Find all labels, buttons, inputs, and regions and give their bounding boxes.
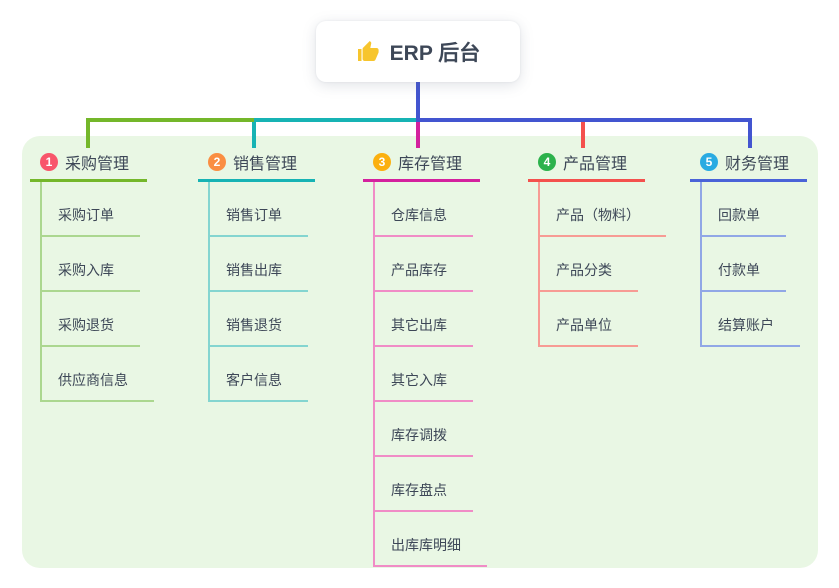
branch-label: 采购管理 [65,156,130,173]
child-node[interactable]: 付款单 [702,237,786,292]
branch-node-inventory[interactable]: 3 库存管理 [363,146,481,182]
branch-badge-1: 1 [40,153,58,171]
branch-node-purchase[interactable]: 1 采购管理 [30,146,148,182]
connector-drop-purchase [86,118,90,148]
child-node[interactable]: 结算账户 [702,292,800,347]
child-node[interactable]: 销售订单 [210,182,308,237]
child-node[interactable]: 产品单位 [540,292,638,347]
branch-inventory: 3 库存管理 仓库信息 产品库存 其它出库 其它入库 库存调拨 库存盘点 出库库… [363,146,487,567]
connector-drop-inventory [416,121,420,148]
child-node[interactable]: 库存调拨 [375,402,473,457]
branch-label: 财务管理 [725,156,790,173]
child-node[interactable]: 其它入库 [375,347,473,402]
branch-badge-3: 3 [373,153,391,171]
root-node-erp-backend[interactable]: ERP 后台 [316,21,520,82]
child-node[interactable]: 回款单 [702,182,786,237]
child-node[interactable]: 采购订单 [42,182,140,237]
child-node[interactable]: 仓库信息 [375,182,473,237]
child-node[interactable]: 出库库明细 [375,512,487,567]
branch-sales: 2 销售管理 销售订单 销售出库 销售退货 客户信息 [198,146,316,402]
child-node[interactable]: 库存盘点 [375,457,473,512]
branch-node-sales[interactable]: 2 销售管理 [198,146,316,182]
connector-drop-product [581,118,585,148]
branch-children: 回款单 付款单 结算账户 [700,182,800,347]
branch-badge-4: 4 [538,153,556,171]
branch-product: 4 产品管理 产品（物料） 产品分类 产品单位 [528,146,666,347]
child-node[interactable]: 客户信息 [210,347,308,402]
child-node[interactable]: 其它出库 [375,292,473,347]
branch-badge-5: 5 [700,153,718,171]
branch-children: 产品（物料） 产品分类 产品单位 [538,182,666,347]
child-node[interactable]: 采购退货 [42,292,140,347]
mindmap-panel [22,136,818,568]
connector-segment-mid [254,118,420,122]
connector-drop-finance [748,118,752,148]
connector-drop-sales [252,118,256,148]
branch-children: 销售订单 销售出库 销售退货 客户信息 [208,182,308,402]
child-node[interactable]: 采购入库 [42,237,140,292]
child-node[interactable]: 供应商信息 [42,347,154,402]
child-node[interactable]: 销售出库 [210,237,308,292]
thumbs-up-icon [357,40,379,61]
child-node[interactable]: 销售退货 [210,292,308,347]
connector-root-stem [416,80,420,122]
connector-segment-right [416,118,752,122]
branch-node-product[interactable]: 4 产品管理 [528,146,646,182]
child-node[interactable]: 产品（物料） [540,182,666,237]
branch-finance: 5 财务管理 回款单 付款单 结算账户 [690,146,808,347]
branch-badge-2: 2 [208,153,226,171]
branch-label: 产品管理 [563,156,628,173]
branch-label: 库存管理 [398,156,463,173]
branch-children: 仓库信息 产品库存 其它出库 其它入库 库存调拨 库存盘点 出库库明细 [373,182,487,567]
child-node[interactable]: 产品分类 [540,237,638,292]
connector-segment-left [86,118,256,122]
root-title: ERP 后台 [389,41,481,65]
branch-purchase: 1 采购管理 采购订单 采购入库 采购退货 供应商信息 [30,146,154,402]
branch-label: 销售管理 [233,156,298,173]
child-node[interactable]: 产品库存 [375,237,473,292]
branch-node-finance[interactable]: 5 财务管理 [690,146,808,182]
branch-children: 采购订单 采购入库 采购退货 供应商信息 [40,182,154,402]
